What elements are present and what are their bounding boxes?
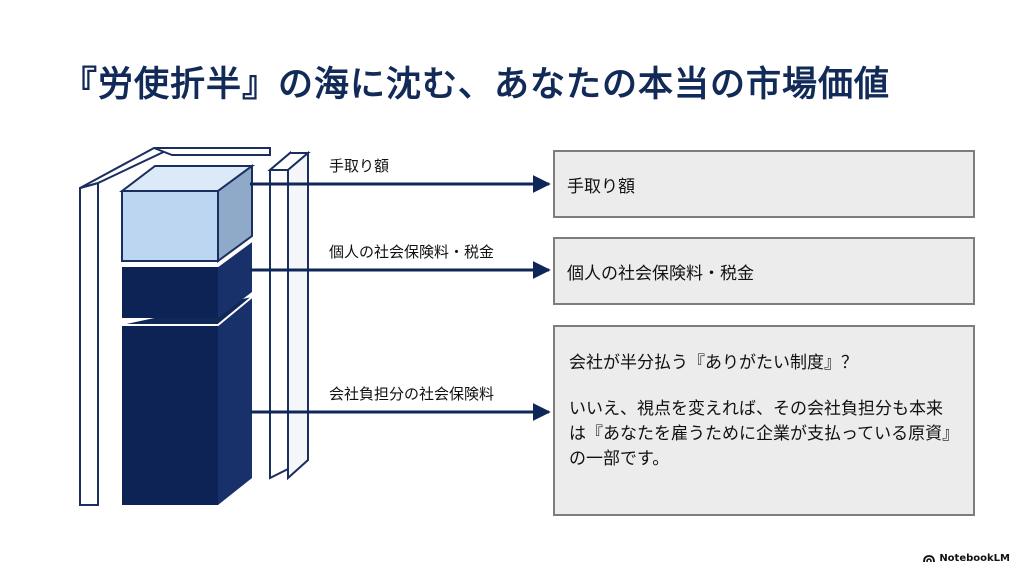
- page-title: 『労使折半』の海に沈む、あなたの本当の市場価値: [62, 65, 891, 105]
- arrow-label-personal-insurance: 個人の社会保険料・税金: [329, 243, 495, 261]
- take-home-box: 手取り額: [553, 150, 975, 218]
- brand-name: NotebookLM: [939, 553, 1010, 564]
- company-insurance-box: 会社が半分払う『ありがたい制度』？ いいえ、視点を変えれば、その会社負担分も本来…: [553, 325, 975, 516]
- company-insurance-question: 会社が半分払う『ありがたい制度』？: [569, 353, 858, 373]
- block-personal-insurance-tax: [122, 240, 253, 318]
- personal-insurance-box-text: 個人の社会保険料・税金: [567, 263, 754, 284]
- personal-insurance-box: 個人の社会保険料・税金: [553, 237, 975, 305]
- block-company-insurance: [122, 296, 253, 505]
- company-insurance-answer: いいえ、視点を変えれば、その会社負担分も本来は『あなたを雇うために企業が支払って…: [569, 399, 951, 469]
- arrow-label-take-home: 手取り額: [329, 157, 390, 175]
- block-take-home: [119, 164, 256, 263]
- notebooklm-branding: NotebookLM: [923, 553, 1010, 564]
- arrow-label-company-insurance: 会社負担分の社会保険料: [329, 385, 495, 403]
- take-home-box-text: 手取り額: [567, 176, 635, 197]
- notebooklm-logo-icon: [923, 554, 936, 562]
- container-frame-front: [267, 150, 311, 481]
- container-frame-back: [79, 147, 271, 506]
